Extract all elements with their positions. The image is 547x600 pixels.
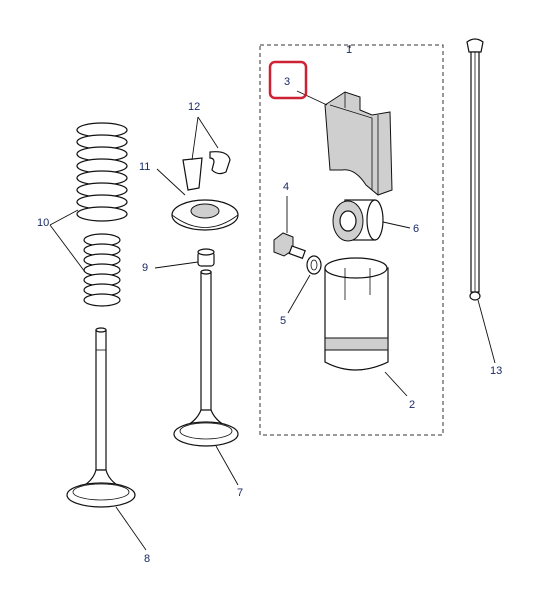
leader-6: [382, 221, 411, 229]
leader-13: [477, 299, 496, 364]
leader-12b: [197, 116, 219, 149]
tappet-guide-part[interactable]: [324, 91, 393, 196]
pushrod-part[interactable]: [466, 38, 484, 301]
leader-5: [287, 274, 311, 314]
valve-short-part[interactable]: [173, 269, 239, 447]
bolt-part[interactable]: [273, 232, 306, 260]
leader-8: [115, 506, 147, 551]
callout-4[interactable]: 4: [283, 181, 289, 193]
callout-2[interactable]: 2: [409, 399, 415, 411]
callout-3-highlight: [268, 60, 308, 100]
leader-3: [296, 90, 328, 106]
callout-9[interactable]: 9: [142, 262, 148, 274]
washer-part[interactable]: [306, 255, 322, 275]
leader-12a: [191, 116, 199, 161]
spring-retainer-part[interactable]: [171, 199, 239, 231]
leader-7: [215, 445, 239, 486]
leader-11: [156, 168, 186, 196]
callout-8[interactable]: 8: [144, 553, 150, 565]
callout-3[interactable]: 3: [284, 76, 290, 88]
callout-5[interactable]: 5: [280, 315, 286, 327]
callout-6[interactable]: 6: [413, 223, 419, 235]
tappet-body-part[interactable]: [324, 257, 389, 371]
callout-11[interactable]: 11: [139, 161, 150, 173]
leader-10b: [49, 224, 86, 273]
group-box-item-1: [259, 44, 444, 436]
tappet-roller-part[interactable]: [332, 199, 384, 242]
valve-spring-outer-part[interactable]: [76, 122, 128, 222]
leader-2: [384, 371, 408, 397]
callout-1[interactable]: 1: [346, 44, 352, 56]
valve-stem-seal-part[interactable]: [197, 248, 215, 267]
leader-9: [154, 261, 199, 269]
valve-collets-part[interactable]: [182, 151, 231, 191]
valve-spring-inner-part[interactable]: [83, 233, 121, 307]
callout-13[interactable]: 13: [490, 365, 502, 377]
leader-10a: [49, 209, 79, 226]
callout-12[interactable]: 12: [188, 101, 200, 113]
callout-7[interactable]: 7: [237, 487, 243, 499]
valve-long-part[interactable]: [66, 327, 136, 508]
callout-10[interactable]: 10: [37, 217, 49, 229]
